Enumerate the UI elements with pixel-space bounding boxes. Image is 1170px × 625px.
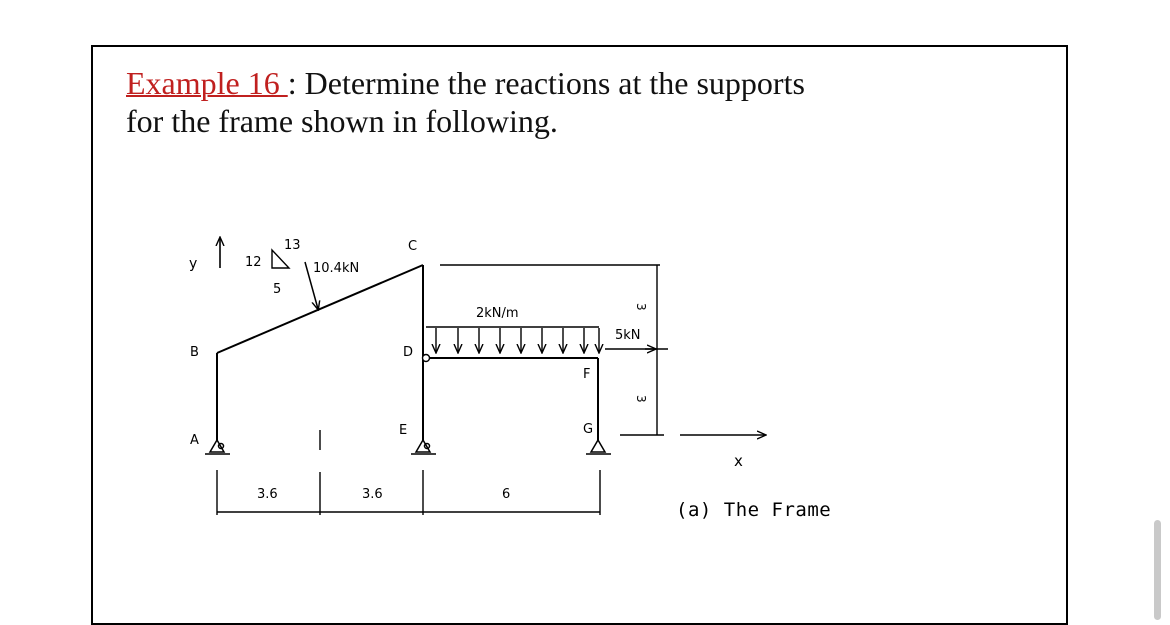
example-colon: : xyxy=(287,65,305,101)
node-g-label: G xyxy=(583,422,593,437)
scrollbar[interactable] xyxy=(1154,520,1161,620)
frame-diagram: y 12 13 5 10.4kN 2kN/m xyxy=(189,0,1170,515)
span-3-label: 6 xyxy=(502,487,510,502)
node-b-label: B xyxy=(190,345,199,360)
span-dimension xyxy=(216,430,601,515)
horizontal-force-arrow: 5kN xyxy=(605,328,655,349)
x-axis-label: x xyxy=(734,452,743,470)
height-upper-label: 3 xyxy=(634,303,648,311)
y-axis: y xyxy=(189,238,220,272)
distributed-load: 2kN/m xyxy=(426,306,599,352)
node-e-label: E xyxy=(399,423,407,438)
inclined-force-arrow: 10.4kN xyxy=(304,261,359,309)
span-1-label: 3.6 xyxy=(257,487,278,502)
slope-triangle: 12 13 5 xyxy=(245,238,301,297)
example-label: Example 16 xyxy=(126,65,288,101)
height-lower-label: 3 xyxy=(634,395,648,403)
y-axis-label: y xyxy=(189,256,197,272)
figure-caption: (a) The Frame xyxy=(676,499,832,521)
slope-5-label: 5 xyxy=(273,282,281,297)
node-f-label: F xyxy=(583,367,590,382)
distributed-load-label: 2kN/m xyxy=(476,306,519,321)
span-2-label: 3.6 xyxy=(362,487,383,502)
height-dimension xyxy=(440,264,668,436)
frame-members xyxy=(216,264,599,440)
slope-12-label: 12 xyxy=(245,255,262,270)
slope-13-label: 13 xyxy=(284,238,301,253)
node-c-label: C xyxy=(408,239,417,254)
pin-support-e-icon xyxy=(411,438,436,455)
node-a-label: A xyxy=(190,433,199,448)
pin-support-a-icon xyxy=(205,438,230,455)
horizontal-force-label: 5kN xyxy=(615,328,641,343)
example-title-line2: for the frame shown in following. xyxy=(126,103,558,139)
hinge-d-icon xyxy=(421,353,431,363)
example-title: Determine the reactions at the supports xyxy=(304,65,805,101)
inclined-force-label: 10.4kN xyxy=(313,261,359,276)
node-d-label: D xyxy=(403,345,413,360)
x-axis: x xyxy=(680,435,765,470)
example-heading: Example 16 : Determine the reactions at … xyxy=(126,64,805,140)
roller-support-g-icon xyxy=(586,438,611,455)
